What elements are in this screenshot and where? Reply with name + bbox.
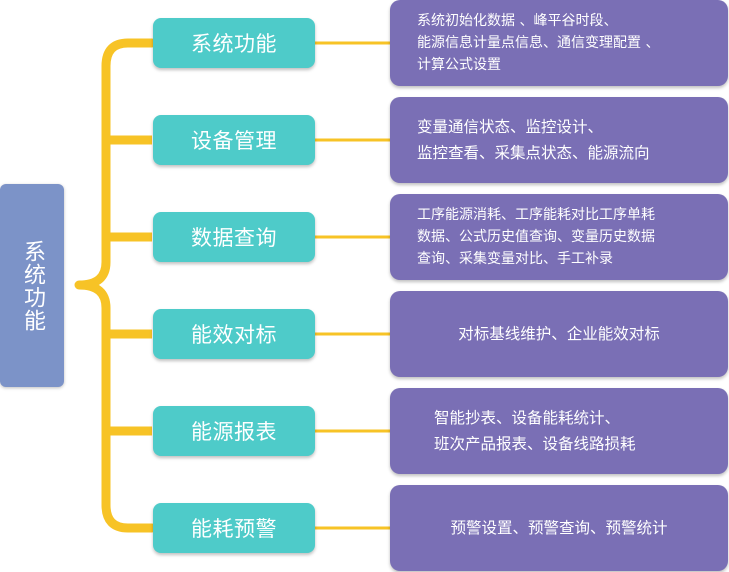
branch-lines xyxy=(106,135,152,436)
description-node-benchmark: 对标基线维护、企业能效对标 xyxy=(390,291,728,377)
description-line: 数据、公式历史值查询、变量历史数据 xyxy=(417,229,655,245)
category-node-system: 系统功能 xyxy=(153,18,315,68)
description-line: 对标基线维护、企业能效对标 xyxy=(458,325,660,343)
description-line: 能源信息计量点信息、通信变理配置 、 xyxy=(417,35,660,51)
link-lines xyxy=(315,41,390,530)
description-line: 变量通信状态、监控设计、 xyxy=(417,118,604,136)
description-node-equipment: 变量通信状态、监控设计、 监控查看、采集点状态、能源流向 xyxy=(390,97,728,183)
category-node-equipment: 设备管理 xyxy=(153,115,315,165)
description-line: 班次产品报表、设备线路损耗 xyxy=(434,435,636,453)
category-node-warning: 能耗预警 xyxy=(153,503,315,553)
category-label: 系统功能 xyxy=(191,32,277,56)
description-line: 工序能源消耗、工序能耗对比工序单耗 xyxy=(417,207,655,223)
root-label: 系统功能 xyxy=(20,239,45,332)
category-node-report: 能源报表 xyxy=(153,406,315,456)
category-label: 能效对标 xyxy=(191,323,277,347)
description-line: 查询、采集变量对比、手工补录 xyxy=(417,251,613,267)
category-label: 数据查询 xyxy=(191,226,277,250)
description-line: 预警设置、预警查询、预警统计 xyxy=(450,519,668,537)
category-label: 设备管理 xyxy=(191,129,277,153)
description-line: 计算公式设置 xyxy=(417,57,501,73)
description-line: 监控查看、采集点状态、能源流向 xyxy=(417,144,650,162)
root-node: 系统功能 xyxy=(0,184,64,387)
description-line: 智能抄表、设备能耗统计、 xyxy=(434,409,621,427)
bracket-line xyxy=(74,38,157,533)
category-node-benchmark: 能效对标 xyxy=(153,309,315,359)
description-line: 系统初始化数据 、峰平谷时段、 xyxy=(417,13,618,29)
category-label: 能耗预警 xyxy=(191,517,277,541)
description-node-system: 系统初始化数据 、峰平谷时段、 能源信息计量点信息、通信变理配置 、 计算公式设… xyxy=(390,0,728,86)
category-label: 能源报表 xyxy=(191,420,277,444)
description-node-report: 智能抄表、设备能耗统计、 班次产品报表、设备线路损耗 xyxy=(390,388,728,474)
description-node-query: 工序能源消耗、工序能耗对比工序单耗 数据、公式历史值查询、变量历史数据 查询、采… xyxy=(390,194,728,280)
description-node-warning: 预警设置、预警查询、预警统计 xyxy=(390,485,728,571)
category-node-query: 数据查询 xyxy=(153,212,315,262)
